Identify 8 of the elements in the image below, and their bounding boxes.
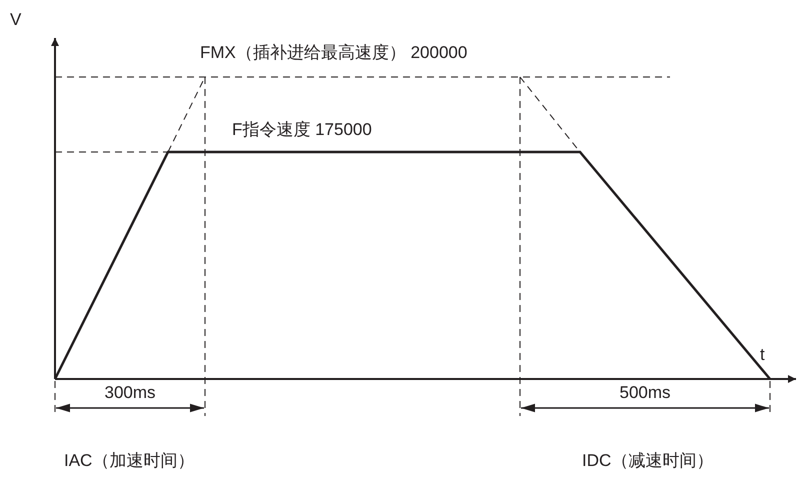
dimension-label: 500ms <box>619 384 671 401</box>
axis-label: V <box>10 10 22 30</box>
dimension-label: 300ms <box>104 384 156 401</box>
time-label: IDC（减速时间） <box>582 451 714 471</box>
time-label: IAC（加速时间） <box>64 451 194 471</box>
max-speed-label: FMX（插补进给最高速度） 200000 <box>200 43 468 63</box>
command-speed-label: F指令速度 175000 <box>232 120 372 140</box>
axis-label: t <box>760 345 765 365</box>
